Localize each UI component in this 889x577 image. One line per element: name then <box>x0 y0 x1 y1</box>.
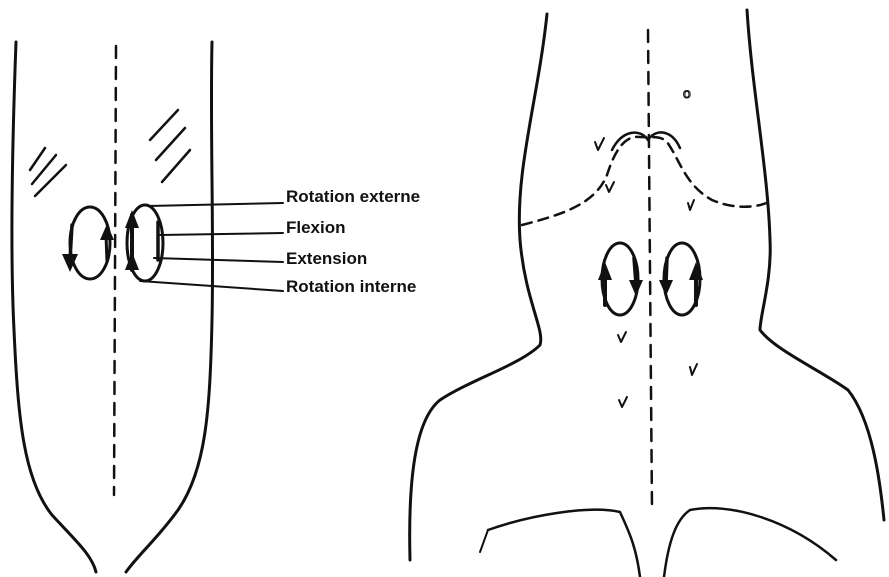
label-extension: Extension <box>286 249 367 268</box>
right-figure: o <box>410 10 884 577</box>
left-body-outline-left <box>12 42 96 572</box>
arrow-down-icon <box>659 280 673 296</box>
left-hatch-marks <box>30 110 190 196</box>
scapula-left <box>488 510 640 577</box>
right-spine-midline <box>648 30 652 510</box>
scapula-right <box>664 508 836 577</box>
right-body-outline-left <box>410 14 547 560</box>
left-rotation-loop <box>62 207 114 279</box>
arrow-up-icon <box>100 224 114 240</box>
arrow-down-icon <box>629 280 643 296</box>
left-body-outline-right <box>126 42 213 572</box>
label-rotation-externe: Rotation externe <box>286 187 420 206</box>
arrow-up-icon <box>125 210 139 228</box>
left-spine-midline <box>114 46 116 495</box>
svg-text:o: o <box>683 85 691 101</box>
sacral-contour <box>522 137 772 225</box>
right-rotation-loop <box>125 205 163 281</box>
arrow-up-icon <box>598 262 612 280</box>
right-right-loop <box>659 243 703 315</box>
left-figure: Rotation externe Flexion Extension Rotat… <box>12 42 420 572</box>
label-flexion: Flexion <box>286 218 346 237</box>
right-body-outline-right <box>747 10 884 520</box>
right-left-loop <box>598 243 643 315</box>
label-rotation-interne: Rotation interne <box>286 277 416 296</box>
tick-marks: o <box>595 85 697 407</box>
